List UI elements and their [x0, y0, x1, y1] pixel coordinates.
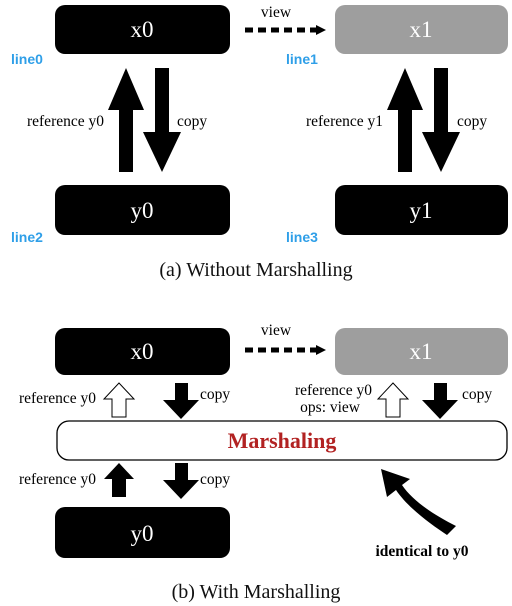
- node-x0-a-label: x0: [131, 17, 154, 42]
- node-y1-a: y1: [335, 185, 508, 235]
- node-y1-a-box: [335, 185, 508, 235]
- copy-label-top-right-b: copy: [462, 386, 492, 403]
- line0-tag: line0: [11, 51, 43, 67]
- reference-hollow-up-arrow-left-b: [102, 382, 136, 418]
- copy-down-arrow-left-a: [143, 68, 181, 172]
- node-x1-b-label: x1: [410, 339, 433, 364]
- node-x1-a-box: [335, 5, 508, 54]
- marshaling-box: Marshaling: [56, 420, 508, 461]
- copy-down-arrow-top-left-b: [163, 383, 199, 419]
- node-y0-a: y0: [55, 185, 230, 235]
- node-x0-a-box: [55, 5, 230, 54]
- reference-label-bottom-left-b: reference y0: [19, 471, 96, 488]
- copy-label-right-a: copy: [457, 113, 487, 130]
- view-label-a: view: [261, 4, 292, 21]
- reference-up-arrow-bottom-left-b: [104, 463, 134, 497]
- copy-down-arrow-top-right-b: [422, 383, 458, 419]
- node-y1-a-label: y1: [410, 198, 433, 223]
- node-y0-a-label: y0: [131, 198, 154, 223]
- reference-label-right-a: reference y1: [306, 113, 383, 130]
- reference-hollow-up-arrow-right-b: [376, 382, 410, 418]
- node-x0-b: x0: [55, 328, 230, 375]
- copy-down-arrow-bottom-left-b: [163, 463, 199, 499]
- node-x1-a: x1: [335, 5, 508, 54]
- curved-identity-arrow: [381, 469, 456, 535]
- marshaling-box-outline: [56, 420, 508, 461]
- node-y0-b: y0: [55, 507, 230, 558]
- copy-label-top-left-b: copy: [200, 386, 230, 403]
- line1-tag: line1: [286, 51, 318, 67]
- line3-tag: line3: [286, 229, 318, 245]
- reference-label-left-a: reference y0: [27, 113, 104, 130]
- caption-b: (b) With Marshalling: [172, 581, 341, 603]
- part-b-with-marshalling: x0 x1 view reference y0 copy reference y…: [19, 322, 508, 603]
- node-x1-b-box: [335, 328, 508, 375]
- copy-label-bottom-left-b: copy: [200, 471, 230, 488]
- marshaling-label: Marshaling: [228, 428, 337, 453]
- line2-tag: line2: [11, 229, 43, 245]
- ops-view-label-b: ops: view: [300, 399, 361, 416]
- reference-up-arrow-right-a: [387, 68, 423, 172]
- copy-label-left-a: copy: [177, 113, 207, 130]
- node-x0-b-label: x0: [131, 339, 154, 364]
- part-a-without-marshalling: x0 x1 y0 y1 line0 line1 line2 line3 view…: [11, 4, 508, 281]
- view-label-b: view: [261, 322, 292, 339]
- node-x1-b: x1: [335, 328, 508, 375]
- reference-label-top-left-b: reference y0: [19, 390, 96, 407]
- node-y0-a-box: [55, 185, 230, 235]
- node-x0-b-box: [55, 328, 230, 375]
- node-y0-b-label: y0: [131, 521, 154, 546]
- identical-note-label: identical to y0: [376, 543, 469, 560]
- node-y0-b-box: [55, 507, 230, 558]
- node-x1-a-label: x1: [410, 17, 433, 42]
- reference-label-top-right-b: reference y0: [295, 382, 372, 399]
- caption-a: (a) Without Marshalling: [159, 259, 352, 281]
- node-x0-a: x0: [55, 5, 230, 54]
- copy-down-arrow-right-a: [422, 68, 460, 172]
- reference-up-arrow-left-a: [108, 68, 144, 172]
